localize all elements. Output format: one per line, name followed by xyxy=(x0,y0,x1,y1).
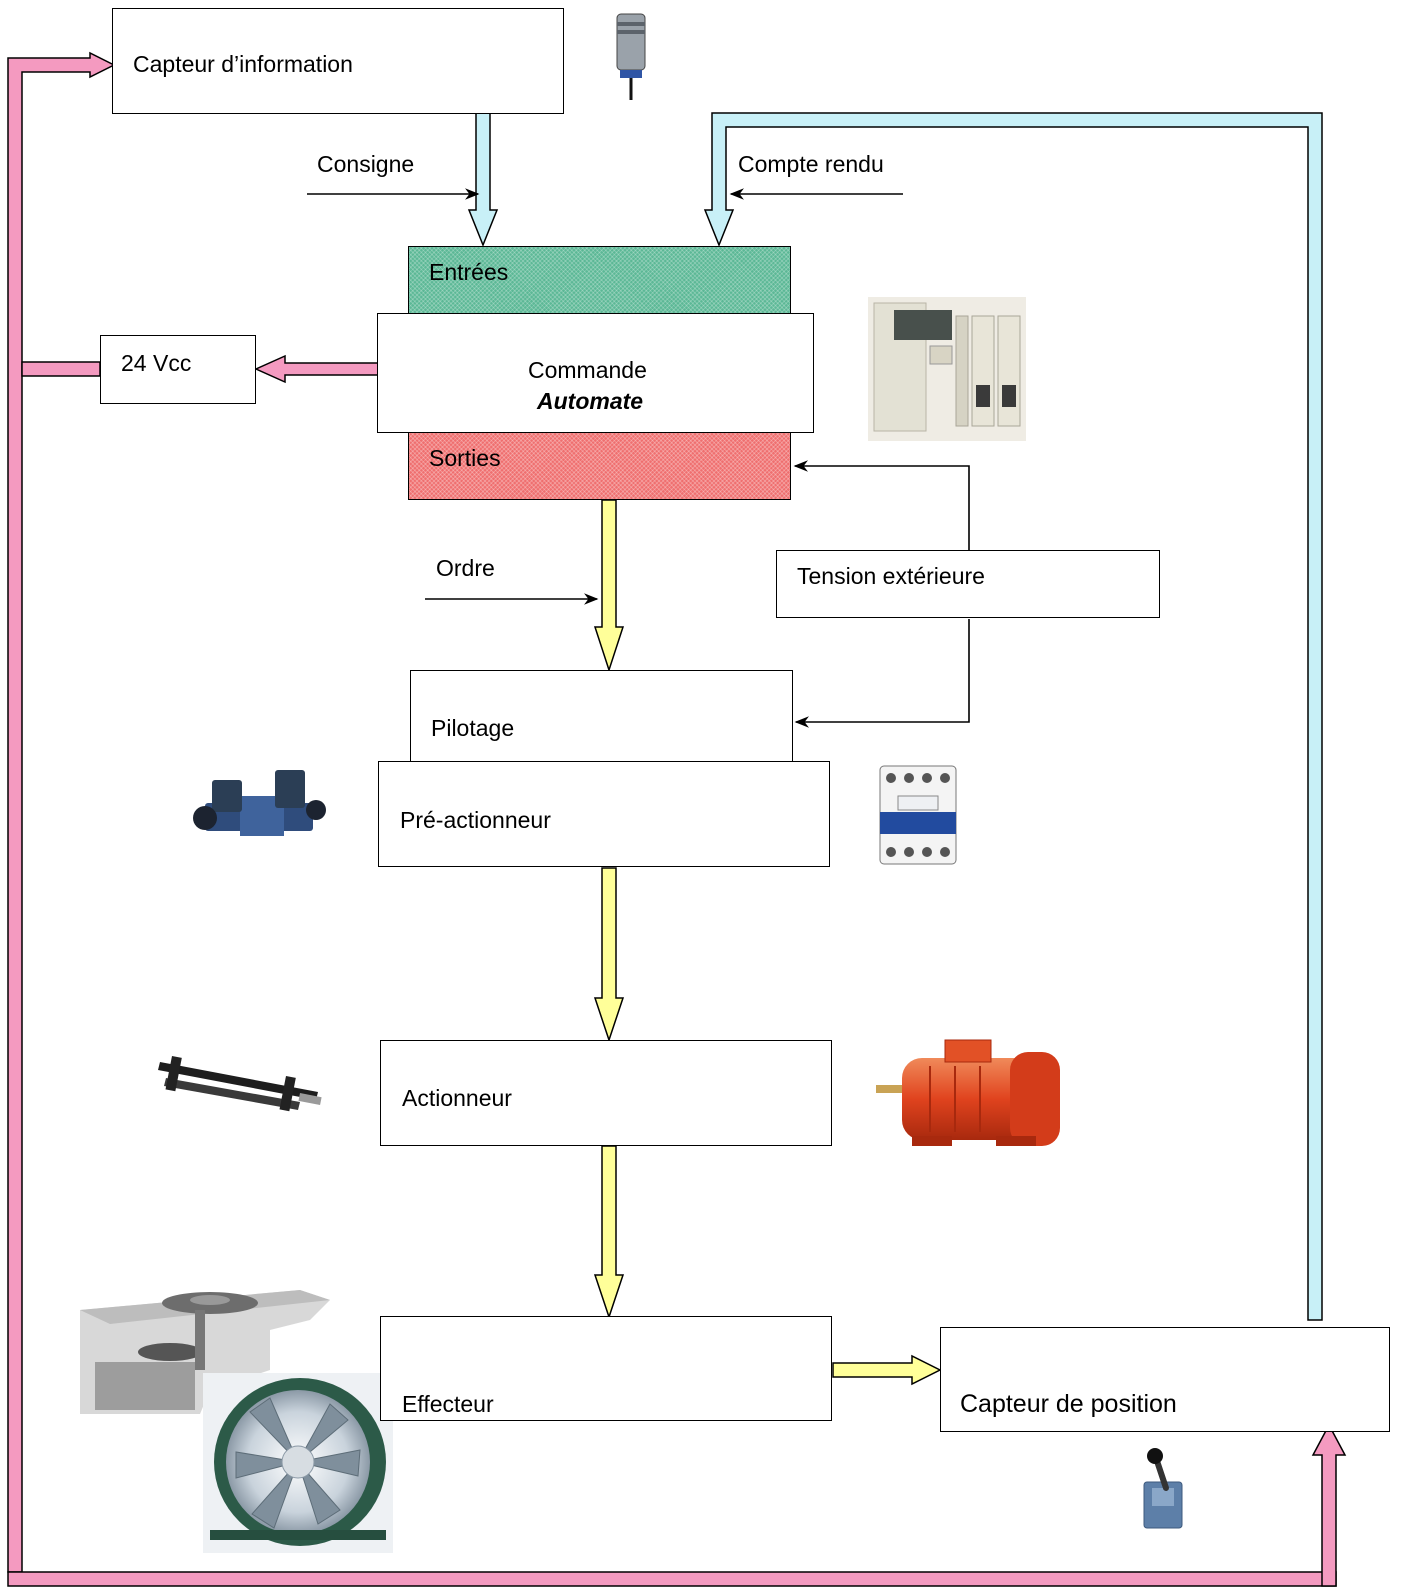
information-arrow-capteur-to-entrees xyxy=(467,112,499,248)
information-flow xyxy=(467,112,1323,1321)
order-arrow-actionneur-to-effecteur xyxy=(593,1145,625,1320)
proximity-sensor-icon xyxy=(616,13,646,100)
pre-actionneur-box xyxy=(378,761,830,867)
actionneur-box xyxy=(380,1040,832,1146)
tension-exterieure-box xyxy=(776,550,1160,618)
alimentation-box xyxy=(100,335,256,404)
energy-loop xyxy=(7,51,1347,1587)
sorties-label: Sorties xyxy=(429,445,501,471)
capteur-position-box xyxy=(940,1327,1390,1432)
alimentation-label: 24 Vcc xyxy=(121,350,192,376)
commande-box xyxy=(377,313,814,433)
axial-fan-icon xyxy=(203,1373,393,1553)
capteur-information-box xyxy=(112,8,564,114)
tension-exterieure-label: Tension extérieure xyxy=(797,563,985,589)
information-loop-compte-rendu xyxy=(703,112,1323,1321)
order-arrow-effecteur-to-capteur xyxy=(832,1354,942,1386)
energy-branch-24vcc xyxy=(21,361,101,377)
energy-arrow-to-24vcc xyxy=(254,354,381,384)
effecteur-label: Effecteur xyxy=(402,1391,494,1417)
commande-label: Commande xyxy=(528,357,647,383)
plc-icon xyxy=(868,297,1026,441)
energy-bottom-line xyxy=(7,1571,1337,1587)
automate-label: Automate xyxy=(537,388,644,414)
entrees-box xyxy=(408,246,791,314)
limit-switch-icon xyxy=(1143,1448,1183,1529)
contactor-icon xyxy=(879,765,957,865)
order-flow xyxy=(593,499,942,1386)
solenoid-valve-icon xyxy=(193,770,326,836)
compte-rendu-label: Compte rendu xyxy=(738,151,884,177)
capteur-position-label: Capteur de position xyxy=(960,1390,1177,1418)
order-arrow-preactionneur-to-actionneur xyxy=(593,867,625,1043)
pilotage-label: Pilotage xyxy=(431,715,515,741)
pilotage-box xyxy=(410,670,793,763)
tension-arrow-to-pilotage xyxy=(794,619,970,728)
entrees-label: Entrées xyxy=(429,259,509,285)
sorties-box xyxy=(408,432,791,500)
consigne-label: Consigne xyxy=(317,151,415,177)
energy-arrow-to-capteur-information xyxy=(7,51,116,1573)
electric-motor-icon xyxy=(876,1039,1060,1146)
effecteur-box xyxy=(380,1316,832,1421)
actionneur-label: Actionneur xyxy=(402,1085,512,1111)
ordre-label: Ordre xyxy=(436,555,495,581)
energy-arrow-to-capteur-position xyxy=(1311,1423,1347,1587)
gear-mechanism-icon xyxy=(80,1290,330,1414)
thin-arrows xyxy=(307,188,970,728)
linear-actuator-icon xyxy=(158,1056,322,1112)
pre-actionneur-label: Pré-actionneur xyxy=(400,807,551,833)
capteur-information-label: Capteur d’information xyxy=(133,51,353,77)
order-arrow-sorties-to-pilotage xyxy=(593,499,625,673)
tension-arrow-to-sorties xyxy=(793,460,970,551)
